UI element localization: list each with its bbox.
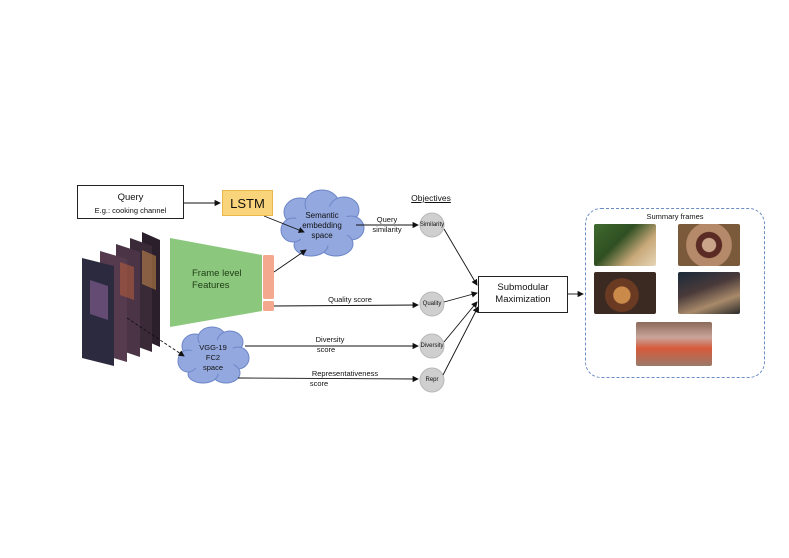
summary-frame-1 — [594, 224, 656, 266]
video-frames-stack — [82, 232, 160, 366]
submodular-line-1: Submodular — [497, 282, 549, 293]
similarity-label: Similarity — [419, 222, 445, 228]
vgg-label-3: space — [202, 363, 223, 372]
similarity-node — [419, 212, 445, 238]
diversity-score-label-1: Diversity — [315, 335, 345, 344]
arrow-features-quality — [273, 301, 419, 309]
diversity-label: Diversity — [420, 343, 444, 349]
repr-score-label-2: score — [309, 379, 329, 388]
submodular-maximization-box: Submodular Maximization — [478, 276, 568, 313]
arrow-features-semantic — [273, 249, 307, 273]
semantic-label-1: Semantic — [305, 211, 339, 220]
arrow-lstm-semantic — [263, 215, 305, 233]
query-similarity-label-1: Query — [376, 215, 398, 224]
summary-frames-title: Summary frames — [646, 212, 704, 221]
repr-node — [419, 367, 445, 393]
arrow-frames-vgg — [126, 317, 185, 357]
quality-score-label: Quality score — [328, 295, 372, 304]
feature-extractor-trapezoid — [170, 238, 262, 327]
query-box — [77, 185, 184, 219]
vgg-label-2: FC2 — [205, 353, 221, 362]
semantic-embedding-cloud — [280, 189, 365, 257]
frame-features-label: Frame level Features — [192, 268, 252, 292]
submodular-line-2: Maximization — [495, 294, 551, 305]
diversity-node — [419, 333, 445, 359]
query-example: E.g.: cooking channel — [94, 206, 167, 215]
vgg-cloud — [177, 326, 250, 384]
vgg-label-1: VGG-19 — [199, 343, 227, 352]
summary-frames-panel — [585, 208, 765, 378]
summary-frame-3 — [594, 272, 656, 314]
arrow-diversity-submod — [443, 301, 478, 343]
summary-frame-5 — [636, 322, 712, 366]
arrow-similarity-submod — [443, 228, 478, 286]
quality-node — [419, 291, 445, 317]
arrow-quality-submod — [443, 291, 478, 303]
frame-features-label-2: Features — [192, 280, 230, 291]
frame-features-label-1: Frame level — [192, 268, 242, 279]
feature-bar-bottom — [263, 301, 274, 311]
feature-bar-top — [263, 255, 274, 299]
summary-frame-2 — [678, 224, 740, 266]
diversity-score-label-2: score — [316, 345, 336, 354]
arrow-repr-submod — [442, 306, 479, 376]
quality-label: Quality — [422, 301, 442, 307]
query-title: Query — [117, 192, 144, 203]
repr-label: Repr — [425, 377, 439, 383]
query-similarity-label-2: similarity — [372, 225, 402, 234]
summary-frame-4 — [678, 272, 740, 314]
semantic-label-3: space — [311, 231, 333, 240]
arrow-vgg-repr — [237, 375, 419, 383]
semantic-label-2: embedding — [302, 221, 342, 230]
repr-score-label-1: Representativeness — [311, 369, 379, 378]
lstm-box: LSTM — [222, 190, 273, 216]
objectives-title: Objectives — [411, 193, 451, 203]
